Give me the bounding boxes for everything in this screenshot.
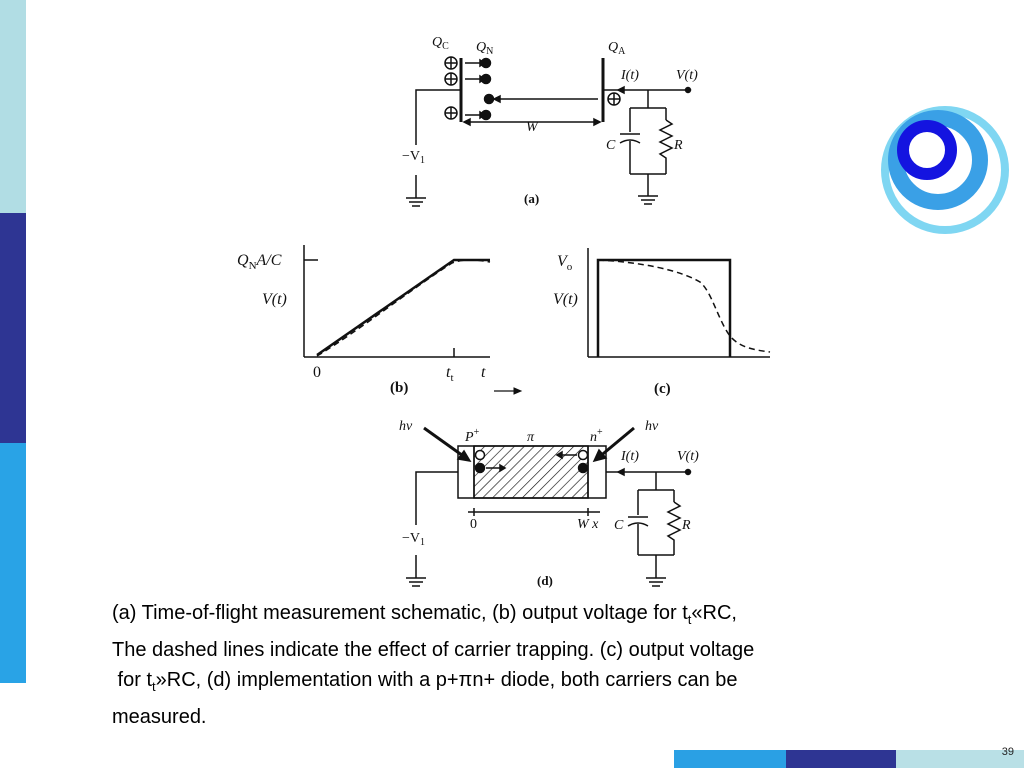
ideal-trace [316, 258, 490, 357]
trapping-pulse [597, 259, 771, 353]
current-label: I(t) [620, 449, 639, 464]
panel-b-labels: QNA/C V(t) 0 tt t (b) [237, 252, 486, 396]
voltage-label: V(t) [677, 449, 699, 464]
ideal-pulse [596, 258, 732, 357]
logo-ring-outer [881, 106, 1009, 234]
axis-zero-label: 0 [470, 517, 477, 532]
capacitor-label: C [614, 518, 624, 533]
page-number: 39 [1001, 746, 1014, 758]
panel-d-caption: (d) [537, 573, 553, 588]
trapping-trace [316, 259, 491, 357]
sidebar-segment-dark [0, 213, 26, 443]
photon-label-right: hν [645, 419, 659, 434]
current-label: I(t) [620, 68, 639, 83]
pi-region-label: π [527, 430, 535, 445]
caption-line-4: measured. [112, 706, 207, 728]
caption-line-3: for tt»RC, (d) implementation with a p+π… [112, 669, 738, 694]
positive-charges [444, 56, 621, 120]
electrons [480, 57, 495, 121]
pi-region [473, 445, 589, 499]
panel-a-caption: (a) [524, 191, 539, 206]
diagram-figure: QC QN QA I(t) V(t) W C R −V1 (a) QNA/C V… [237, 35, 1009, 588]
panel-b-ylabel: V(t) [262, 291, 287, 308]
panel-d-labels: hν hν P+ π n+ I(t) V(t) 0 W x C R −V1 (d… [399, 419, 699, 588]
qn-label: QN [476, 40, 493, 57]
panel-b-xt: t [481, 364, 486, 381]
width-label: W [526, 120, 539, 135]
sidebar-segment-blue [0, 443, 26, 683]
capacitor-label: C [606, 138, 616, 153]
qa-label: QA [608, 40, 626, 57]
panel-b-caption: (b) [390, 380, 408, 396]
voltage-label: V(t) [676, 68, 698, 83]
arrow-icon [494, 387, 523, 395]
panel-b-x0: 0 [313, 364, 321, 381]
panel-b [303, 245, 491, 358]
panel-c-ytick-top: Vo [557, 253, 573, 273]
panel-c-ylabel: V(t) [553, 291, 578, 308]
bias-label: −V1 [402, 149, 425, 166]
footer-segment-light [896, 750, 1024, 768]
panel-c-labels: Vo V(t) (c) [553, 253, 671, 397]
sidebar-segment-light [0, 0, 26, 213]
axis-w-label: W x [577, 517, 599, 532]
photon-label-left: hν [399, 419, 413, 434]
figure-caption: (a) Time-of-flight measurement schematic… [112, 598, 952, 732]
resistor-label: R [673, 138, 683, 153]
logo-ring-middle [888, 110, 988, 210]
caption-line-1: (a) Time-of-flight measurement schematic… [112, 602, 737, 627]
logo-ring-inner [897, 120, 957, 180]
footer-segment-dark [786, 750, 896, 768]
concentric-rings-logo [881, 106, 1009, 234]
panel-a [406, 56, 692, 207]
panel-a-labels: QC QN QA I(t) V(t) W C R −V1 (a) [402, 35, 698, 206]
footer-segment-blue [674, 750, 786, 768]
caption-line-2: The dashed lines indicate the effect of … [112, 639, 755, 661]
panel-c [587, 248, 771, 358]
panel-c-caption: (c) [654, 381, 671, 397]
p-region-label: P+ [464, 427, 480, 445]
panel-b-xtt: tt [446, 364, 454, 384]
panel-d [406, 426, 692, 587]
resistor-label: R [681, 518, 691, 533]
n-region-label: n+ [590, 427, 603, 445]
panel-b-ytick-top: QNA/C [237, 252, 282, 272]
qc-label: QC [432, 35, 449, 52]
bias-label: −V1 [402, 531, 425, 548]
